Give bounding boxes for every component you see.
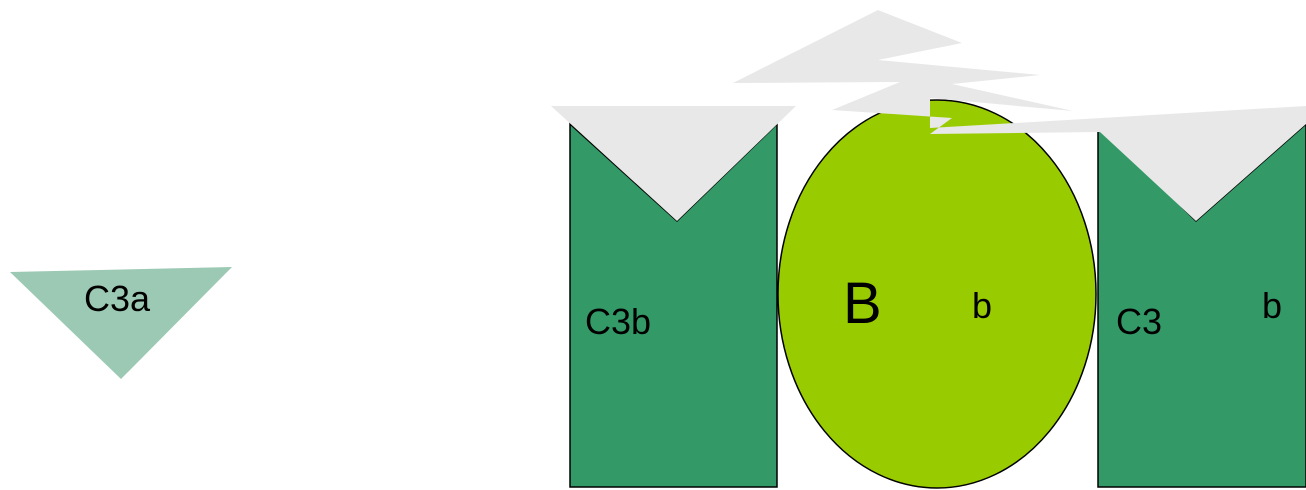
c3a-fragment — [10, 267, 232, 379]
c3a-label: C3a — [84, 278, 151, 319]
c3-sub-label: b — [1262, 285, 1282, 326]
factor-b-sub-label: b — [972, 285, 992, 326]
cleavage-shape — [551, 106, 796, 221]
c3b-label: C3b — [585, 301, 651, 342]
factor-b-ellipse — [777, 99, 1097, 489]
cleavage-bolt — [733, 10, 1306, 221]
factor-b-label: B — [843, 271, 882, 336]
c3b-block — [569, 122, 778, 488]
c3-label: C3 — [1116, 301, 1162, 342]
